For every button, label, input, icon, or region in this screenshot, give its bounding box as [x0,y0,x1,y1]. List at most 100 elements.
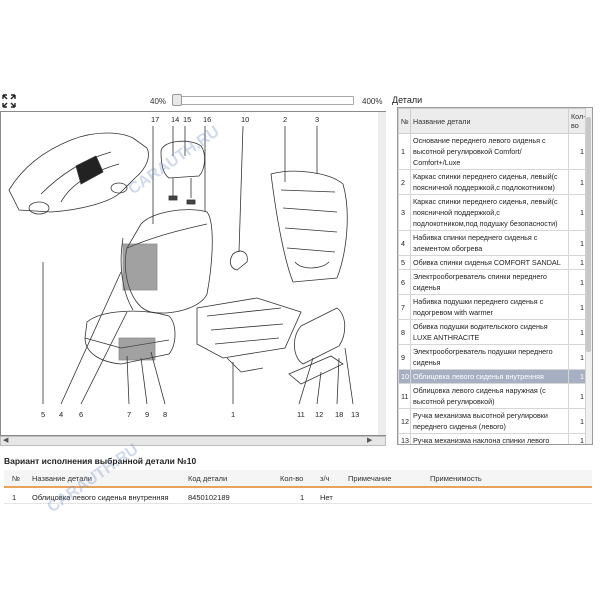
variants-header-note: Примечание [348,474,392,483]
callout-number[interactable]: 8 [163,410,167,419]
row-qty: 1 [568,133,587,170]
variants-header-oh: з/ч [320,474,330,483]
row-no: 3 [398,194,411,231]
row-name: Облицовка левого сиденья наружная (с выс… [410,383,569,409]
row-name: Обивка подушки водительского сиденья LUX… [410,319,569,345]
row-no: 5 [398,255,411,270]
scroll-left-icon[interactable]: ◀ [3,437,9,444]
callout-number[interactable]: 17 [151,115,159,124]
callout-number[interactable]: 7 [127,410,131,419]
row-qty: 1 [568,433,587,444]
variant-qty: 1 [300,493,305,502]
row-no: 12 [398,408,411,434]
diagram-horizontal-scrollbar[interactable]: ◀ ▶ [0,436,386,446]
callout-number[interactable]: 2 [283,115,287,124]
row-qty: 1 [568,319,587,345]
row-no: 10 [398,369,411,384]
row-qty: 1 [568,294,587,320]
callout-number[interactable]: 4 [59,410,63,419]
zoom-max-label: 400% [362,97,383,106]
column-header-name[interactable]: Название детали [410,108,569,134]
row-no: 7 [398,294,411,320]
row-name: Электрообогреватель спинки переднего сид… [410,269,569,295]
row-qty: 1 [568,369,587,384]
callout-number[interactable]: 5 [41,410,45,419]
callout-number[interactable]: 11 [297,410,305,419]
row-no: 8 [398,319,411,345]
variants-table-header: № Название детали Код детали Кол-во з/ч … [4,470,592,488]
row-no: 1 [398,133,411,170]
row-no: 2 [398,169,411,195]
callout-number[interactable]: 15 [183,115,191,124]
column-header-no[interactable]: № [398,108,411,134]
variants-header-no: № [12,474,21,483]
row-qty: 1 [568,408,587,434]
diagram-vertical-scrollbar[interactable] [378,112,386,435]
row-name: Электрообогреватель подушки переднего си… [410,344,569,370]
parts-scrollbar-thumb[interactable] [586,117,591,352]
callout-number[interactable]: 9 [145,410,149,419]
expand-icon[interactable] [2,94,16,108]
row-no: 9 [398,344,411,370]
row-qty: 1 [568,230,587,256]
variants-header-compat: Применимость [430,474,482,483]
row-name: Каркас спинки переднего сиденья, левый(с… [410,194,569,231]
callout-number[interactable]: 13 [351,410,359,419]
row-no: 6 [398,269,411,295]
row-name: Каркас спинки переднего сиденья, левый(с… [410,169,569,195]
callout-number[interactable]: 3 [315,115,319,124]
column-header-qty[interactable]: Кол-во [568,108,587,134]
row-no: 4 [398,230,411,256]
zoom-slider[interactable] [172,96,354,105]
row-qty: 1 [568,269,587,295]
callout-number[interactable]: 16 [203,115,211,124]
callout-number[interactable]: 12 [315,410,323,419]
row-qty: 1 [568,255,587,270]
callout-number[interactable]: 1 [231,410,235,419]
variants-title: Вариант исполнения выбранной детали №10 [4,456,197,466]
row-name: Обивка спинки сиденья COMFORT SANDAL [410,255,569,270]
row-name: Ручка механизма наклона спинки левого [410,433,569,444]
variants-header-qty: Кол-во [280,474,304,483]
row-name: Основание переднего левого сиденья с выс… [410,133,569,170]
row-name: Набивка спинки переднего сиденья с элеме… [410,230,569,256]
variants-header-code: Код детали [188,474,228,483]
zoom-min-label: 40% [150,97,167,106]
variants-table-row[interactable]: 1 Облицовка левого сиденья внутренняя 84… [4,490,592,504]
callout-number[interactable]: 10 [241,115,249,124]
scroll-right-icon[interactable]: ▶ [367,437,373,444]
variant-oh: Нет [320,493,333,502]
callout-number[interactable]: 6 [79,410,83,419]
row-name: Облицовка левого сиденья внутренняя [410,369,569,384]
row-no: 11 [398,383,411,409]
row-name: Ручка механизма высотной регулировки пер… [410,408,569,434]
callout-number[interactable]: 18 [335,410,343,419]
zoom-slider-thumb[interactable] [172,94,182,106]
variant-name: Облицовка левого сиденья внутренняя [32,493,169,502]
row-qty: 1 [568,194,587,231]
callout-number[interactable]: 14 [171,115,179,124]
row-name: Набивка подушки переднего сиденья с подо… [410,294,569,320]
row-qty: 1 [568,169,587,195]
parts-panel-title: Детали [392,95,423,105]
row-qty: 1 [568,344,587,370]
variant-no: 1 [12,493,17,502]
row-no: 13 [398,433,411,444]
